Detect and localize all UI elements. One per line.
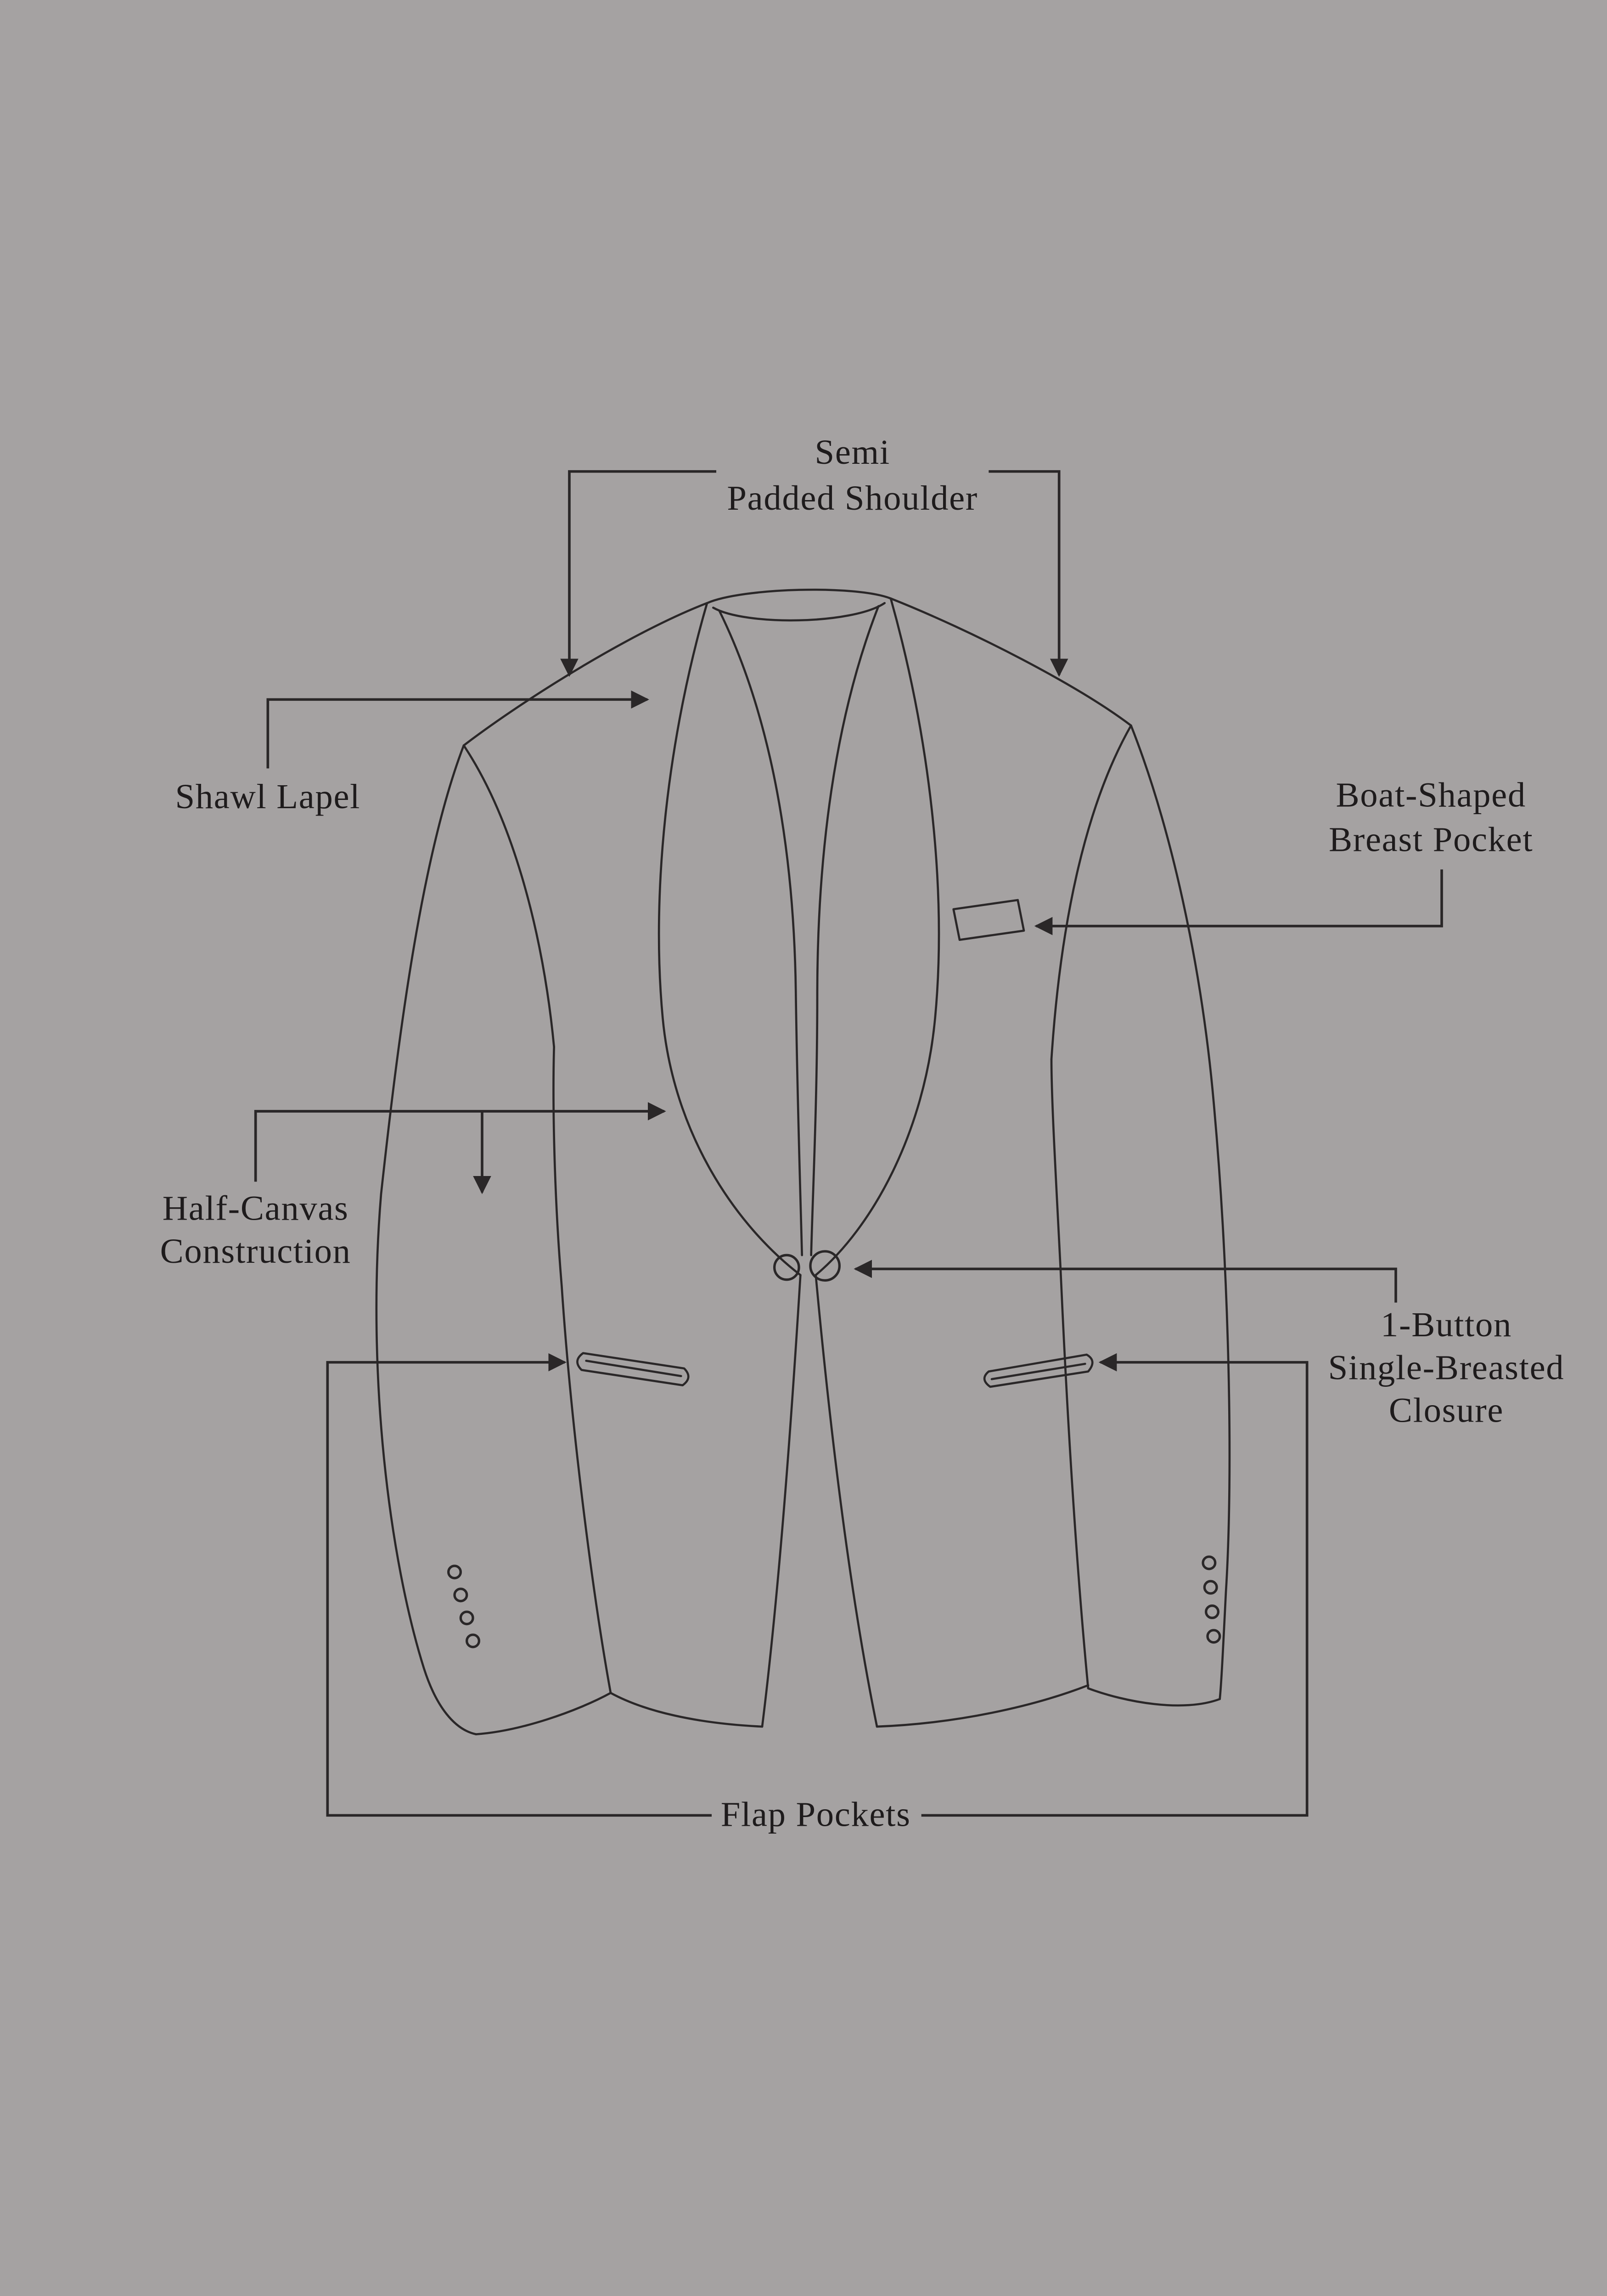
left-front-hem [609,1692,764,1728]
cuff-button-icon [1202,1555,1217,1570]
right-cuff-buttons [1202,1555,1221,1644]
half-canvas-callout-line [254,1102,666,1182]
right-flap-pocket-outline [983,1353,1094,1388]
shawl-lapel-callout-line [266,690,649,769]
right-front-edge [815,1274,878,1728]
closure-buttons [773,1250,841,1282]
buttonhole-circle [773,1254,800,1281]
left-cuff-buttons [447,1564,480,1649]
padded-shoulder-label-line2: Padded Shoulder [727,478,978,518]
left-sleeve-inner-edge [552,1046,612,1694]
cuff-button-icon [1203,1580,1218,1595]
left-front-edge [761,1274,802,1728]
right-lapel-outer-edge [815,597,940,1277]
right-front-hem [876,1684,1090,1728]
left-shoulder-seam [462,602,708,747]
breast-pocket-welt [952,899,1025,941]
left-lapel-outer-edge [657,602,802,1277]
right-sleeve-outer-edge [1130,724,1231,1700]
left-flap-pocket [576,1352,690,1387]
breast-pocket-callout-line [1034,869,1443,935]
breast-pocket-label-line1: Boat-Shaped [1336,776,1526,815]
breast-pocket-label-line2: Breast Pocket [1329,820,1533,859]
flap-pockets-label: Flap Pockets [721,1795,911,1834]
callouts [254,470,1443,1817]
padded-shoulder-left-callout-line [560,470,716,677]
labels: Semi Padded Shoulder Shawl Lapel Boat-Sh… [160,433,1565,1834]
jacket-illustration [375,588,1231,1736]
closure-label-line2: Single-Breasted [1328,1348,1565,1387]
padded-shoulder-right-callout-line [989,470,1068,677]
half-canvas-label-line2: Construction [160,1232,351,1271]
right-cuff-edge [1087,1687,1221,1707]
left-cuff-edge [475,1692,612,1736]
front-button-circle [809,1250,841,1282]
collar-back-edge [706,588,892,604]
diagram-background [38,0,1569,2296]
cuff-button-icon [1206,1629,1221,1644]
half-canvas-label-line1: Half-Canvas [163,1189,349,1228]
cuff-button-icon [453,1587,468,1603]
closure-label-line1: 1-Button [1381,1305,1512,1344]
flap-pockets-left-bracket-line [326,1353,712,1817]
cuff-button-icon [466,1633,480,1649]
right-shoulder-seam [889,597,1132,727]
left-flap-pocket-seam [585,1360,682,1378]
right-sleeve-inner-edge [1050,1058,1090,1690]
shawl-lapel-label: Shawl Lapel [175,777,361,816]
collar-band-line [712,602,886,622]
right-lapel-roll-line [810,605,880,1256]
closure-label-line3: Closure [1389,1391,1504,1430]
left-lapel-roll-line [718,609,803,1256]
right-armhole-seam [1050,724,1132,1061]
left-armhole-seam [462,744,555,1048]
cuff-button-icon [459,1610,474,1626]
cuff-button-icon [1205,1604,1220,1619]
cuff-button-icon [447,1564,462,1580]
left-flap-pocket-outline [576,1352,690,1387]
flap-pockets-right-bracket-line [921,1353,1309,1817]
closure-callout-line [854,1260,1397,1303]
right-flap-pocket-seam [990,1362,1086,1380]
padded-shoulder-label-line1: Semi [815,433,890,472]
left-sleeve-outer-edge [375,744,477,1736]
right-flap-pocket [983,1353,1094,1388]
